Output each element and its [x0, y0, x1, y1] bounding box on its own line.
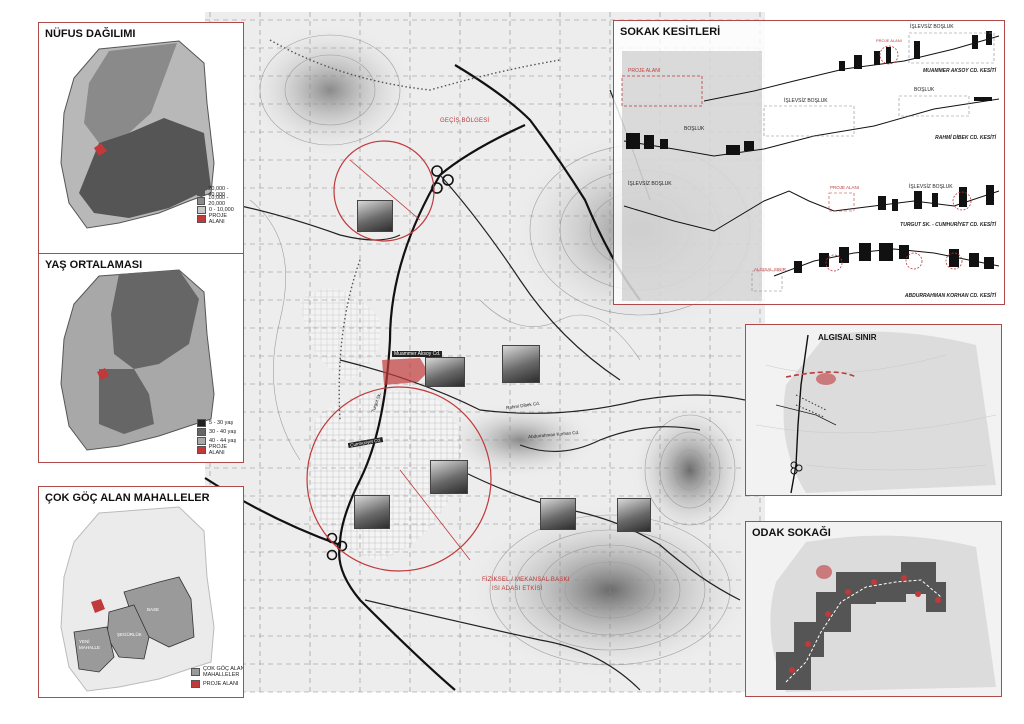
site-photo [425, 357, 465, 387]
district-label: BASE [147, 607, 160, 612]
panel-title: ALGISAL SINIR [818, 333, 877, 342]
boundary-map [746, 325, 1001, 495]
age-legend: 5 - 30 yaş 30 - 40 yaş 40 - 44 yaş PROJE… [197, 418, 243, 456]
islevsiz-label: İŞLEVSİZ BOŞLUK [628, 181, 672, 187]
age-panel: YAŞ ORTALAMASI 5 - 30 yaş 30 - 40 yaş 40… [38, 253, 244, 463]
population-map [60, 40, 215, 229]
age-map [60, 269, 215, 451]
bosluk-label: BOŞLUK [684, 126, 705, 132]
section-red-label: ALGISAL SINIR [754, 267, 786, 272]
street-sections-panel: SOKAK KESİTLERİ PROJE ALANI BOŞLUK İŞLEV… [613, 20, 1005, 305]
district-label: ŞEGÜRLÜK [117, 632, 142, 637]
site-photo [357, 200, 393, 232]
population-legend: 20,000 - 40,000 10,000 - 20,000 0 - 10,0… [197, 186, 243, 225]
interchange-icon [431, 165, 454, 194]
section-caption: ABDURRAHMAN KORHAN CD. KESİTİ [904, 293, 996, 299]
migration-legend: ÇOK GÖÇ ALAN MAHALLELER PROJE ALANI [191, 665, 243, 688]
proje-alani-label: PROJE ALANI [628, 68, 661, 74]
section-box-label: İŞLEVSİZ BOŞLUK [784, 98, 828, 104]
site-photo [430, 460, 468, 494]
section-caption: RAHMİ DİBEK CD. KESİTİ [935, 135, 996, 141]
panel-title: ÇOK GÖÇ ALAN MAHALLELER [45, 492, 210, 504]
section-red-label: PROJE ALANI [876, 38, 902, 43]
focus-street-panel: ODAK SOKAĞI [745, 521, 1002, 697]
panel-title: NÜFUS DAĞILIMI [45, 28, 136, 40]
street-label: Muammer Aksoy Cd. [392, 351, 443, 357]
pressure-zone-circle [306, 386, 492, 572]
panel-title: SOKAK KESİTLERİ [620, 26, 721, 38]
heat-island-label: ISI ADASI ETKİSİ [492, 586, 543, 592]
population-panel: NÜFUS DAĞILIMI 20,000 - 40,000 10,000 - … [38, 22, 244, 258]
section-caption: MUAMMER AKSOY CD. KESİTİ [922, 68, 996, 74]
section-box-label: İŞLEVSİZ BOŞLUK [909, 184, 953, 190]
section-profiles [621, 31, 1000, 301]
project-area [382, 358, 428, 385]
focus-street-map [746, 522, 1001, 696]
pressure-label: FİZİKSEL / MEKANSAL BASKI [482, 577, 570, 583]
section-red-label: PROJE ALANI [830, 185, 860, 190]
district-label: YENİ MAHALLE [79, 639, 101, 650]
migration-map [60, 506, 215, 692]
section-caption: TURGUT SK. - CUMHURİYET CD. KESİTİ [900, 222, 996, 228]
transition-zone-label: GEÇİŞ BÖLGESİ [440, 118, 490, 124]
site-photo [540, 498, 576, 530]
site-photo [502, 345, 540, 383]
panel-title: ODAK SOKAĞI [752, 527, 831, 539]
site-photo [617, 498, 651, 532]
panel-title: YAŞ ORTALAMASI [45, 259, 143, 271]
perceptual-boundary-panel: ALGISAL SINIR [745, 324, 1002, 496]
section-extra-label: BOŞLUK [914, 87, 935, 93]
transition-zone-circle [333, 140, 435, 242]
site-photo [354, 495, 390, 529]
migration-panel: ÇOK GÖÇ ALAN MAHALLELER BASE ŞEGÜRLÜK YE… [38, 486, 244, 698]
section-box-label: İŞLEVSİZ BOŞLUK [910, 24, 954, 30]
